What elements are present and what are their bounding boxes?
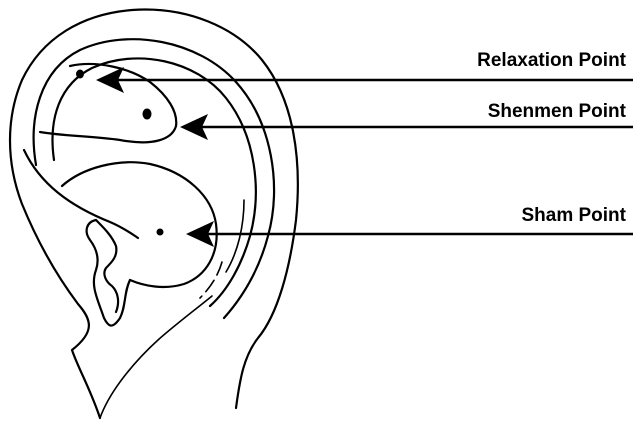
labels: Relaxation Point Shenmen Point Sham Poin… <box>477 50 627 226</box>
ear-illustration <box>10 10 298 418</box>
sham-point-label: Sham Point <box>521 205 626 226</box>
ear-tragus <box>96 220 118 312</box>
sham-point-dot <box>157 229 164 236</box>
ear-antihelix-inner <box>53 58 256 306</box>
ear-concha-upper <box>62 162 217 287</box>
shenmen-point-label: Shenmen Point <box>488 101 627 122</box>
points <box>76 70 164 236</box>
relaxation-point-label: Relaxation Point <box>477 50 627 71</box>
ear-lobe-curve <box>100 296 212 418</box>
ear-rim-dashes <box>200 262 222 298</box>
ear-concha-lower <box>87 220 130 326</box>
relaxation-point-dot <box>76 70 84 79</box>
shenmen-point-dot <box>143 109 152 120</box>
